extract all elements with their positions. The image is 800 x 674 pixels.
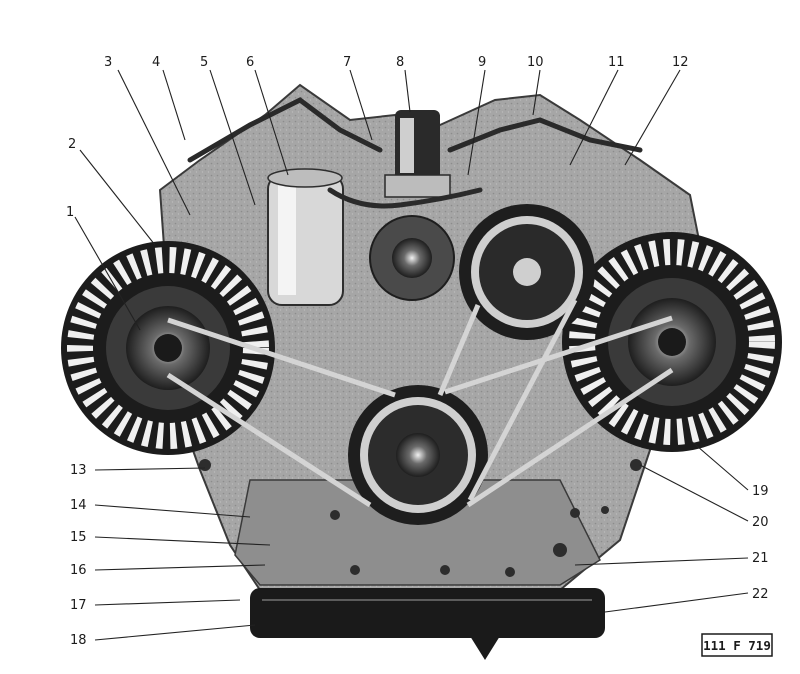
figure-reference-label: 111 F 719 xyxy=(703,638,771,653)
callout-16: 16 xyxy=(70,563,87,578)
callout-11: 11 xyxy=(608,55,625,70)
callout-14: 14 xyxy=(70,498,87,513)
callout-15: 15 xyxy=(70,530,87,545)
callout-19: 19 xyxy=(752,484,769,499)
callout-leader-lines xyxy=(74,69,749,641)
drive-belts xyxy=(166,298,674,508)
figure-reference: 111 F 719 xyxy=(701,633,773,657)
oil-sump xyxy=(250,588,605,660)
callout-10: 10 xyxy=(527,55,544,70)
water-pump xyxy=(369,215,455,301)
callout-4: 4 xyxy=(152,55,160,70)
callout-13: 13 xyxy=(70,463,87,478)
callout-5: 5 xyxy=(200,55,208,70)
right-fan-wheel xyxy=(562,232,782,452)
crankshaft-pulley xyxy=(348,385,488,525)
callout-18: 18 xyxy=(70,633,87,648)
callout-17: 17 xyxy=(70,598,87,613)
dynamo-pulley xyxy=(459,204,595,340)
callout-2: 2 xyxy=(68,137,76,152)
callout-numbers: 1 2 3 4 5 6 7 8 9 10 11 12 13 14 15 16 1… xyxy=(66,55,769,648)
intake-pipes xyxy=(187,97,643,209)
callout-6: 6 xyxy=(246,55,254,70)
callout-8: 8 xyxy=(396,55,404,70)
callout-3: 3 xyxy=(104,55,112,70)
callout-7: 7 xyxy=(343,55,351,70)
callout-20: 20 xyxy=(752,515,769,530)
callout-9: 9 xyxy=(478,55,486,70)
callout-12: 12 xyxy=(672,55,689,70)
callout-21: 21 xyxy=(752,551,769,566)
callout-1: 1 xyxy=(66,205,74,220)
carburettor xyxy=(384,110,451,198)
oil-filter xyxy=(267,168,344,306)
callout-22: 22 xyxy=(752,587,769,602)
